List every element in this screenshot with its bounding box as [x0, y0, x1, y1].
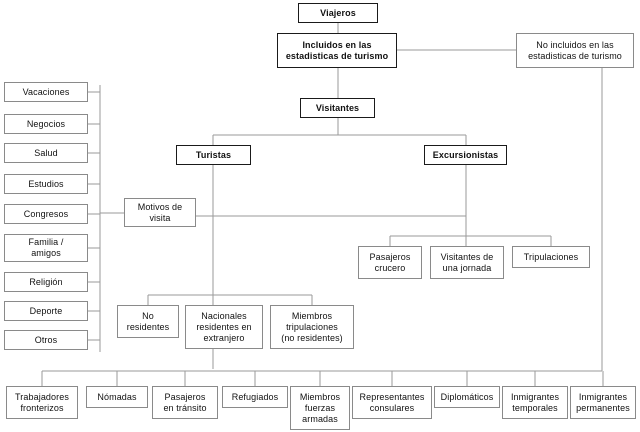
node-congresos[interactable]: Congresos [4, 204, 88, 224]
node-negocios[interactable]: Negocios [4, 114, 88, 134]
node-visitantes[interactable]: Visitantes [300, 98, 375, 118]
node-vacaciones[interactable]: Vacaciones [4, 82, 88, 102]
node-refugiados[interactable]: Refugiados [222, 386, 288, 408]
node-no-incluidos[interactable]: No incluidos en las estadisticas de turi… [516, 33, 634, 68]
node-inm-permanentes[interactable]: Inmigrantes permanentes [570, 386, 636, 419]
node-viajeros[interactable]: Viajeros [298, 3, 378, 23]
node-turistas[interactable]: Turistas [176, 145, 251, 165]
node-pasajeros-crucero[interactable]: Pasajeros crucero [358, 246, 422, 279]
node-motivos[interactable]: Motivos de visita [124, 198, 196, 227]
node-diplomaticos[interactable]: Diplomáticos [434, 386, 500, 408]
node-miembros-fa[interactable]: Miembros fuerzas armadas [290, 386, 350, 430]
node-familia[interactable]: Familia / amigos [4, 234, 88, 262]
node-visitantes-jornada[interactable]: Visitantes de una jornada [430, 246, 504, 279]
node-deporte[interactable]: Deporte [4, 301, 88, 321]
node-incluidos[interactable]: Incluidos en las estadisticas de turismo [277, 33, 397, 68]
node-nomadas[interactable]: Nómadas [86, 386, 148, 408]
node-representantes[interactable]: Representantes consulares [352, 386, 432, 419]
node-otros[interactable]: Otros [4, 330, 88, 350]
node-no-residentes[interactable]: No residentes [117, 305, 179, 338]
node-excursionistas[interactable]: Excursionistas [424, 145, 507, 165]
node-salud[interactable]: Salud [4, 143, 88, 163]
node-trabajadores[interactable]: Trabajadores fronterizos [6, 386, 78, 419]
node-miembros-trip[interactable]: Miembros tripulaciones (no residentes) [270, 305, 354, 349]
node-pasajeros-transito[interactable]: Pasajeros en tránsito [152, 386, 218, 419]
node-nacionales-res[interactable]: Nacionales residentes en extranjero [185, 305, 263, 349]
node-inm-temporales[interactable]: Inmigrantes temporales [502, 386, 568, 419]
node-tripulaciones[interactable]: Tripulaciones [512, 246, 590, 268]
node-religion[interactable]: Religión [4, 272, 88, 292]
node-estudios[interactable]: Estudios [4, 174, 88, 194]
